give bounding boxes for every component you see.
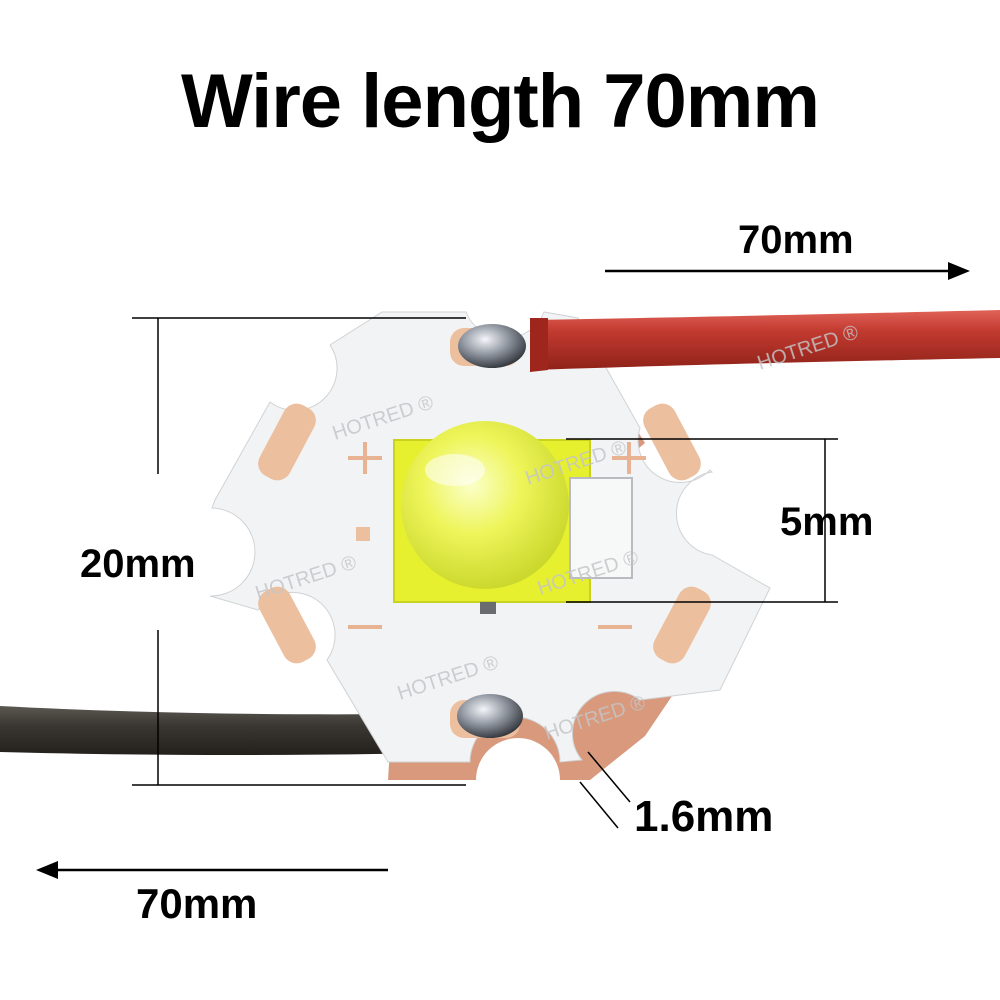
top-wire-length-label: 70mm [738, 218, 854, 262]
solder-joint-bottom [457, 694, 523, 738]
red-wire [530, 310, 1000, 372]
arrowheads [36, 262, 970, 879]
led-size-label: 5mm [780, 500, 874, 544]
polarity-marks [348, 442, 646, 629]
page-title: Wire length 70mm [181, 59, 820, 144]
board-thickness-label: 1.6mm [634, 792, 774, 841]
bottom-wire-length-label: 70mm [136, 880, 258, 927]
led-chip [393, 421, 633, 614]
board-height-label: 20mm [80, 542, 196, 586]
arrow-right-icon [948, 262, 970, 280]
arrow-left-icon [36, 861, 58, 879]
dimension-lines [48, 269, 955, 872]
solder-joint-top [458, 324, 526, 368]
